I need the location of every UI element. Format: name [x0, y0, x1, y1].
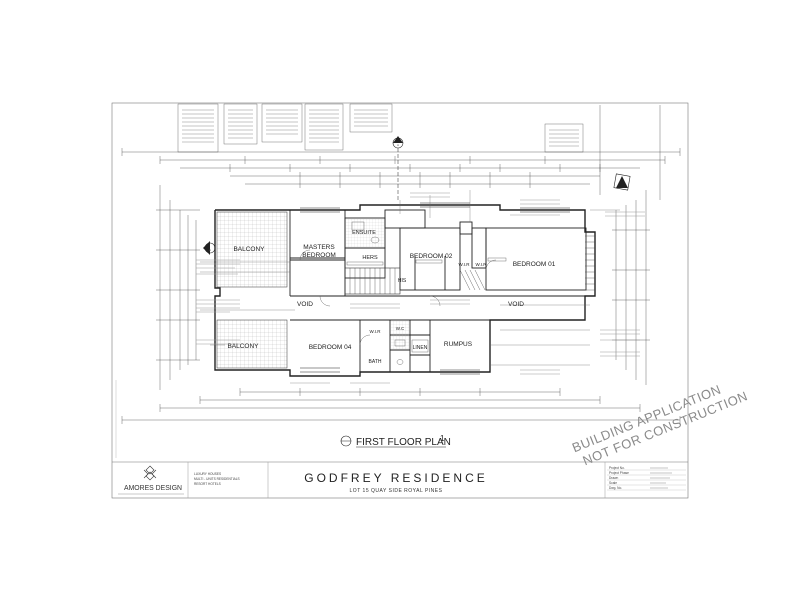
- room-masters-line2: BEDROOM: [302, 252, 336, 259]
- balcony-top-area: [216, 211, 288, 288]
- sheet-border: [111, 102, 689, 499]
- room-masters-line1: MASTERS: [303, 244, 335, 251]
- room-bedroom-02: BEDROOM 02: [410, 253, 453, 260]
- svg-text:AMORES DESIGN: AMORES DESIGN: [124, 485, 182, 492]
- project-name: GODFREY RESIDENCE: [304, 471, 487, 485]
- drawing-title: FIRST FLOOR PLAN 1: [340, 434, 451, 448]
- svg-text:1: 1: [440, 434, 445, 443]
- svg-text:A: A: [209, 248, 211, 252]
- left-dimensions: [156, 185, 200, 390]
- room-bedroom-04: BEDROOM 04: [309, 344, 352, 351]
- staircase: [344, 235, 595, 295]
- room-wir-1: W.I.R: [459, 262, 471, 267]
- room-labels: BALCONY MASTERS BEDROOM ENSUITE HERS HIS…: [227, 230, 555, 365]
- svg-text:RESORT HOTELS: RESORT HOTELS: [194, 482, 221, 486]
- room-his: HIS: [398, 278, 407, 284]
- section-marker-left: A: [203, 241, 216, 255]
- title-block: AMORES DESIGN LUXURY HOUSES MULTI - UNIT…: [118, 462, 686, 498]
- room-wir-3: W.I.R: [370, 329, 382, 334]
- bath-tiles: [391, 321, 409, 349]
- svg-text:Project No.: Project No.: [609, 466, 625, 470]
- svg-text:A: A: [397, 143, 399, 147]
- room-bedroom-01: BEDROOM 01: [513, 261, 556, 268]
- svg-text:FIRST FLOOR PLAN: FIRST FLOOR PLAN: [356, 437, 451, 448]
- room-wc: W.C: [396, 326, 405, 331]
- room-void-left: VOID: [297, 301, 313, 308]
- room-ensuite: ENSUITE: [352, 230, 376, 236]
- svg-text:Drawn: Drawn: [609, 476, 618, 480]
- notes-boxes: [177, 103, 584, 153]
- section-marker-top: A: [392, 136, 404, 200]
- right-dimensions: [612, 190, 650, 385]
- room-rumpus: RUMPUS: [444, 341, 473, 348]
- svg-text:Project Phase: Project Phase: [609, 471, 629, 475]
- svg-text:Dwg. No.: Dwg. No.: [609, 486, 622, 490]
- windows: [300, 202, 570, 375]
- amores-logo-icon: [143, 465, 157, 481]
- svg-text:Scale: Scale: [609, 481, 617, 485]
- room-balcony-top: BALCONY: [233, 246, 265, 253]
- north-arrow-icon: [613, 173, 631, 191]
- annotation-text: [196, 192, 645, 384]
- status-stamp: BUILDING APPLICATION NOT FOR CONSTRUCTIO…: [570, 382, 750, 469]
- project-address: LOT 15 QUAY SIDE ROYAL PINES: [350, 488, 443, 494]
- interior-walls: [289, 209, 587, 372]
- svg-text:LUXURY HOUSES: LUXURY HOUSES: [194, 472, 221, 476]
- room-hers: HERS: [362, 255, 378, 261]
- annotation-leaders: [200, 190, 620, 366]
- fixtures: [299, 221, 507, 365]
- room-wir-2: W.I.R: [476, 262, 488, 267]
- room-void-right: VOID: [508, 301, 524, 308]
- room-balcony-bottom: BALCONY: [227, 343, 259, 350]
- bottom-dimensions: [121, 388, 681, 424]
- notes-text: [182, 109, 579, 147]
- room-bath: BATH: [369, 359, 382, 365]
- room-linen: LINEN: [413, 345, 428, 351]
- top-dimensions: [121, 105, 681, 200]
- svg-text:MULTI - UNITS RESIDENTIALS: MULTI - UNITS RESIDENTIALS: [194, 477, 240, 481]
